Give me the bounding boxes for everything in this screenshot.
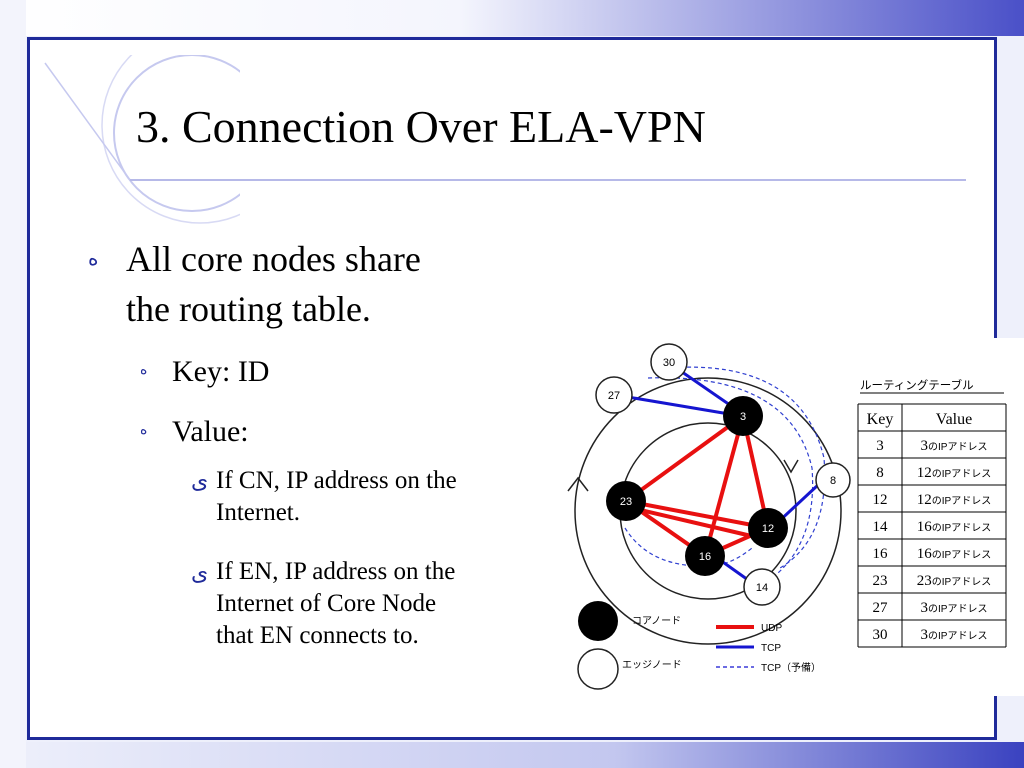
routing-table-key-cell: 27 [873, 600, 889, 616]
edge-node [815, 462, 851, 498]
legend-edge-node-label: エッジノード [622, 660, 682, 671]
legend-tcp-label: TCP [761, 643, 781, 654]
outer-ring [574, 377, 842, 645]
core-node [685, 536, 725, 576]
bullet-level3-line: that EN connects to. [216, 622, 419, 649]
bullet-level2-key: Key: ID [172, 355, 270, 388]
routing-table-header-key: Key [867, 411, 894, 428]
edge-node [743, 568, 781, 606]
routing-table: ルーティングテーブル Key Value 3 3のIPアドレス 8 12のIPアドレス… [857, 378, 1007, 648]
core-node-label: 12 [762, 523, 774, 535]
core-node [606, 481, 646, 521]
routing-table-value-cell: 12のIPアドレス [917, 465, 991, 481]
routing-table-key-cell: 16 [873, 546, 889, 562]
routing-table-header-value: Value [936, 411, 972, 428]
bullet-level1-line: All core nodes share [126, 239, 421, 279]
routing-table-value-cell: 12のIPアドレス [917, 492, 991, 508]
bullet-level2-value: Value: [172, 415, 249, 448]
routing-table-title: ルーティングテーブル [860, 378, 974, 392]
edge-node-label: 30 [663, 357, 675, 369]
bullet-level3-line: Internet of Core Node [216, 590, 437, 617]
routing-table-key-cell: 8 [876, 465, 884, 481]
routing-table-value-cell: 23のIPアドレス [917, 573, 991, 589]
bullet-level3-line: If EN, IP address on the [216, 558, 456, 585]
edge-nodes: 30 27 8 14 [595, 343, 851, 606]
bullet-level3-line: If CN, IP address on the [216, 467, 457, 494]
udp-link [624, 414, 745, 503]
bullet-level3-line: Internet. [216, 499, 300, 526]
core-nodes: 3 23 12 16 [606, 396, 788, 576]
udp-link [703, 415, 745, 557]
routing-table-key-cell: 14 [873, 519, 889, 535]
legend: コアノード エッジノード UDP TCP TCP（予備） [577, 601, 821, 690]
edge-node [650, 343, 688, 381]
routing-table-value-cell: 16のIPアドレス [917, 519, 991, 535]
legend-tcp-reserve-label: TCP（予備） [761, 661, 821, 674]
bullet-glyph-level3: ی [191, 468, 209, 493]
core-node-label: 16 [699, 551, 711, 563]
legend-udp-label: UDP [761, 623, 782, 634]
tcp-reserve-path [647, 377, 814, 584]
routing-table-value-cell: 3のIPアドレス [921, 600, 988, 616]
core-node-label: 23 [620, 496, 632, 508]
routing-table-key-cell: 23 [873, 573, 888, 589]
ring-direction-arrow [783, 459, 799, 474]
routing-table-key-cell: 30 [873, 627, 888, 643]
bullet-glyph-level2: ه [140, 423, 148, 438]
udp-link [631, 506, 761, 540]
bullet-level1-line: the routing table. [126, 289, 371, 329]
routing-table-key-cell: 3 [876, 438, 884, 454]
core-node-label: 3 [740, 411, 746, 423]
bullet-level3-en: If EN, IP address on the Internet of Cor… [216, 556, 455, 652]
legend-core-node-symbol [578, 601, 618, 641]
slide-title: 3. Connection Over ELA-VPN [136, 101, 706, 152]
routing-table-value-cell: 3のIPアドレス [921, 627, 988, 643]
edge-node-label: 14 [756, 582, 768, 594]
legend-core-node-label: コアノード [632, 616, 681, 627]
tcp-reserve-path [624, 527, 753, 567]
routing-table-rows: 3 3のIPアドレス 8 12のIPアドレス 12 12のIPアドレス 14 16のIPアドレ… [873, 438, 992, 643]
edge-node-label: 27 [608, 390, 620, 402]
edge-node [595, 376, 633, 414]
core-node [748, 508, 788, 548]
udp-link [625, 499, 769, 530]
routing-table-grid [857, 403, 1007, 648]
bullet-glyph-level3: ی [191, 560, 209, 585]
network-diagram: 3 23 12 16 30 27 8 14 コアノード エッジノード UDP T… [560, 338, 1024, 696]
title-underline [130, 179, 966, 181]
tcp-reserve-path [665, 366, 826, 569]
bullet-glyph-level2: ه [140, 363, 148, 378]
bullet-level3-cn: If CN, IP address on the Internet. [216, 465, 457, 529]
bullet-glyph-level1: ه [88, 248, 99, 270]
routing-table-value-cell: 16のIPアドレス [917, 546, 991, 562]
core-node [723, 396, 763, 436]
routing-table-key-cell: 12 [873, 492, 888, 508]
edge-node-label: 8 [830, 475, 836, 487]
routing-table-value-cell: 3のIPアドレス [921, 438, 988, 454]
decorative-arcs [44, 55, 240, 224]
tcp-link [615, 393, 742, 418]
bullet-level1: All core nodes share the routing table. [126, 234, 421, 334]
ring-direction-arrow [567, 476, 589, 492]
legend-edge-node-symbol [577, 648, 619, 690]
